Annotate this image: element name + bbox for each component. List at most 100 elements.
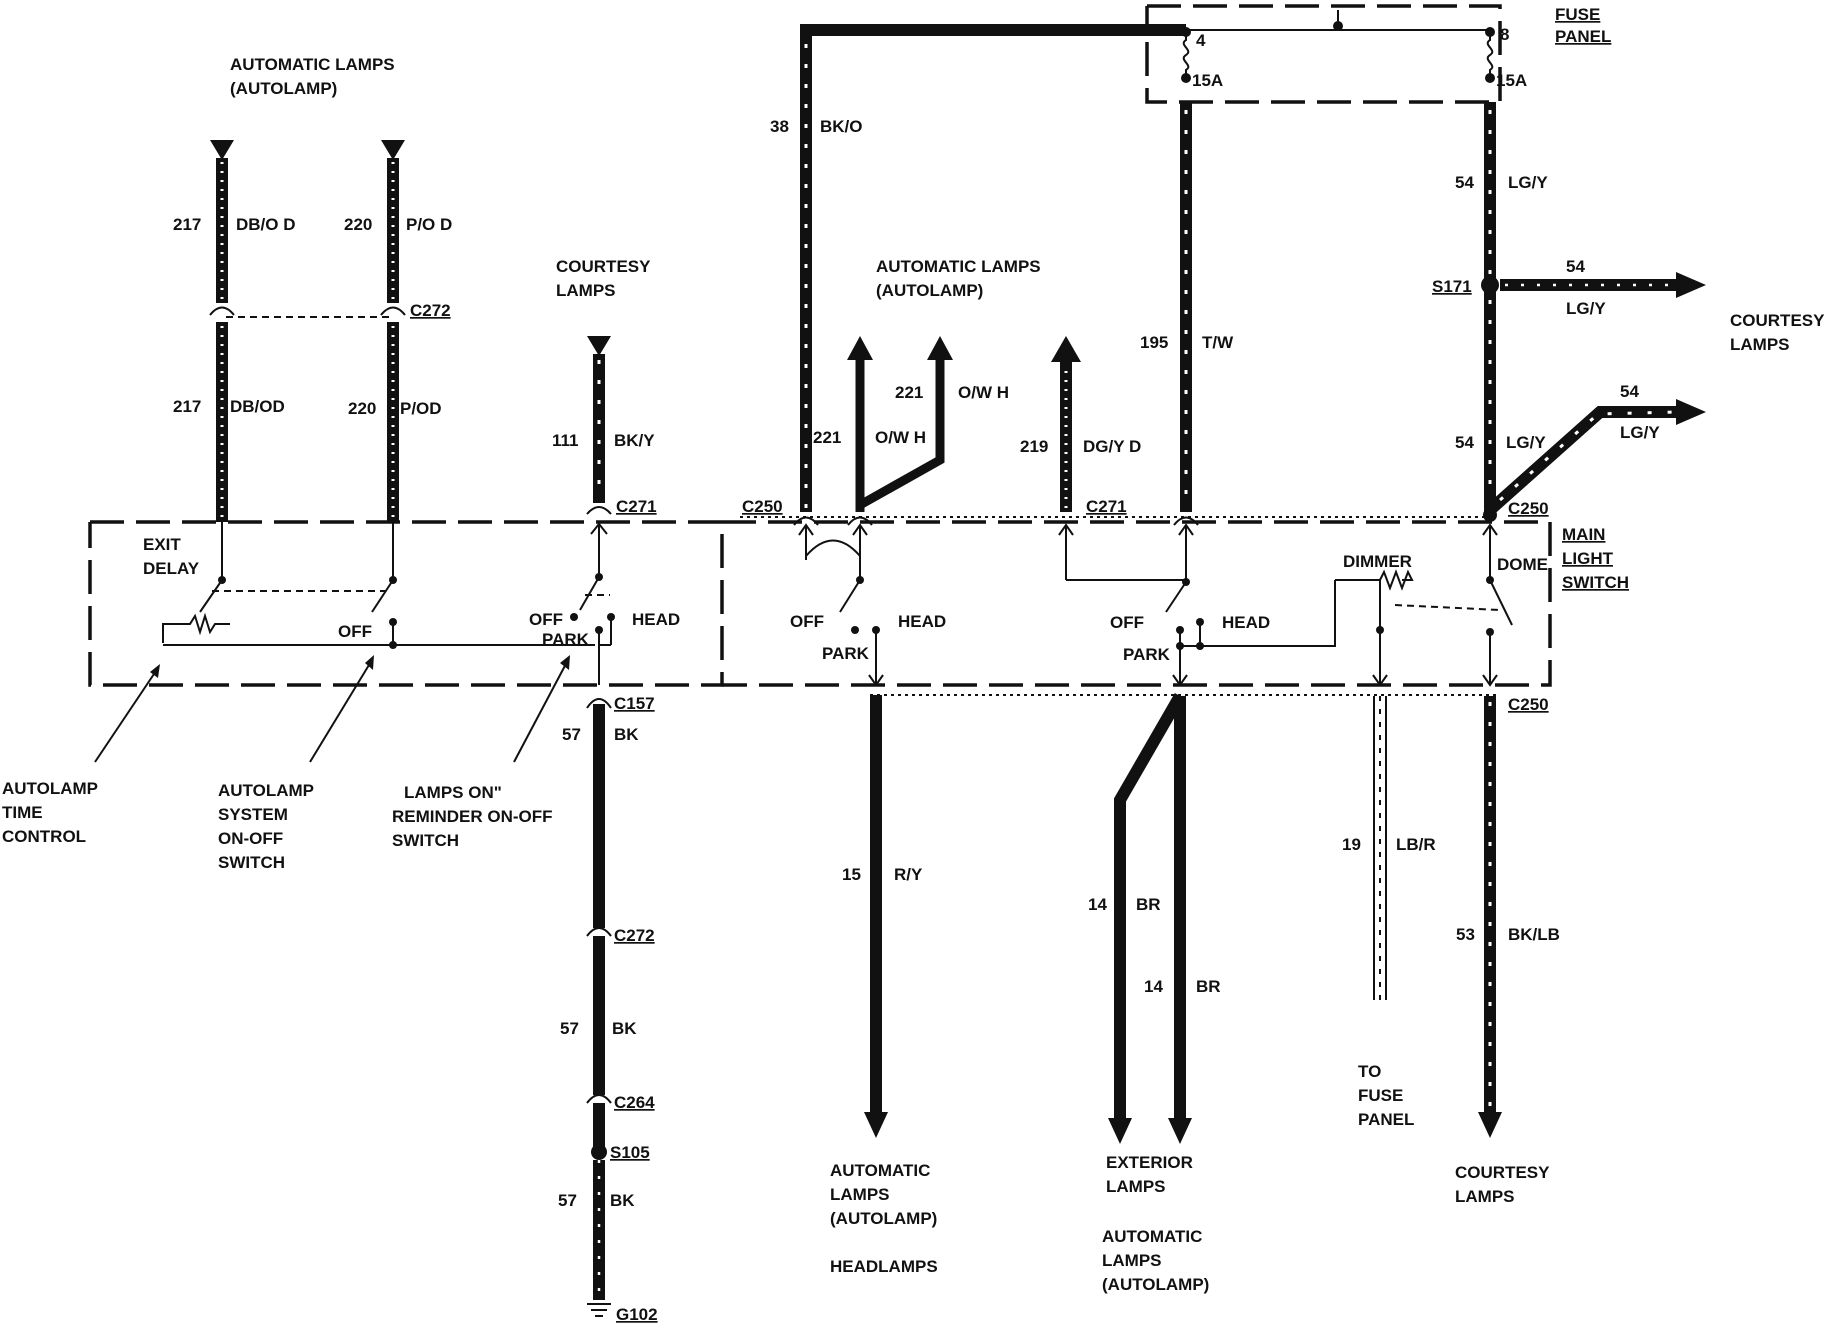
label-time-control-1: AUTOLAMP [2,779,98,798]
label-courtesy-right-2: LAMPS [1730,335,1790,354]
wire-53-number: 53 [1456,925,1475,944]
switch-label-dimmer: DIMMER [1343,552,1412,571]
center-switch: C250 OFF HEAD PARK [742,497,946,687]
connector-g102: G102 [616,1305,658,1324]
connector-s171: S171 [1432,277,1472,296]
wire-219-number: 219 [1020,437,1048,456]
switch-label-park-3: PARK [1123,645,1171,664]
label-courtesy-right-1: COURTESY [1730,311,1825,330]
connector-s105: S105 [610,1143,650,1162]
wire-53-color: BK/LB [1508,925,1560,944]
connector-c271-right: C271 [1086,497,1127,516]
wire-217-number-b: 217 [173,397,201,416]
wire-220-color-a: P/O D [406,215,452,234]
wire-38-color: BK/O [820,117,863,136]
label-courtesy-top-1: COURTESY [556,257,651,276]
label-courtesy-top-2: LAMPS [556,281,616,300]
connector-c157: C157 [614,694,655,713]
wire-195-number: 195 [1140,333,1168,352]
switch-label-exit-2: DELAY [143,559,200,578]
label-exterior-autolamp-2: LAMPS [1102,1251,1162,1270]
wire-57-color-a: BK [614,725,639,744]
label-courtesy-bottom-2: LAMPS [1455,1187,1515,1206]
label-system-switch-4: SWITCH [218,853,285,872]
connector-c271-left: C271 [616,497,657,516]
main-light-switch-enclosure [88,516,1552,696]
label-to-fuse-1: TO [1358,1062,1381,1081]
fuse-panel-label-1: FUSE [1555,5,1600,24]
label-autolamp-mid-2: (AUTOLAMP) [876,281,983,300]
wire-57-number-a: 57 [562,725,581,744]
switch-label-head-3: HEAD [1222,613,1270,632]
wire-19-number: 19 [1342,835,1361,854]
label-system-switch-1: AUTOLAMP [218,781,314,800]
label-exterior-autolamp-3: (AUTOLAMP) [1102,1275,1209,1294]
autolamp-wires-mid: AUTOMATIC LAMPS (AUTOLAMP) 221 O/W H 221… [813,257,1141,512]
label-autolamp-top-left-2: (AUTOLAMP) [230,79,337,98]
wire-217-color-a: DB/O D [236,215,296,234]
fuse-panel: 4 15A 8 15A FUSE PANEL [1145,4,1611,104]
label-main-light-2: LIGHT [1562,549,1614,568]
switch-label-off-4: OFF [1110,613,1144,632]
wire-38: 38 BK/O [770,24,1186,512]
autolamp-wires-left: 217 DB/O D 220 P/O D 217 DB/OD 220 P/OD … [173,55,452,522]
switch-label-head-1: HEAD [632,610,680,629]
label-system-switch-3: ON-OFF [218,829,283,848]
wire-54-number-b: 54 [1566,257,1585,276]
wire-195-color: T/W [1202,333,1234,352]
wire-219-color: DG/Y D [1083,437,1141,456]
component-callouts: AUTOLAMP TIME CONTROL AUTOLAMP SYSTEM ON… [2,655,570,872]
label-bottom-autolamp-3: (AUTOLAMP) [830,1209,937,1228]
wire-14-number-b: 14 [1144,977,1163,996]
label-autolamp-top-left-1: AUTOMATIC LAMPS [230,55,395,74]
label-headlamps: HEADLAMPS [830,1257,938,1276]
label-main-light-3: SWITCH [1562,573,1629,592]
fuse-4-rating: 15A [1192,71,1223,90]
wire-54-color-d: LG/Y [1506,433,1546,452]
wire-15-number: 15 [842,865,861,884]
wire-54-number-d: 54 [1455,433,1474,452]
wire-15: 15 R/Y AUTOMATIC LAMPS (AUTOLAMP) HEADLA… [830,695,938,1276]
connector-c272-top: C272 [410,301,451,320]
label-exterior-1: EXTERIOR [1106,1153,1193,1172]
wire-14-color-a: BR [1136,895,1161,914]
label-exterior-2: LAMPS [1106,1177,1166,1196]
wire-217-number-a: 217 [173,215,201,234]
wire-54-number-a: 54 [1455,173,1474,192]
wire-220-number-b: 220 [348,399,376,418]
wire-111-color: BK/Y [614,431,655,450]
label-to-fuse-2: FUSE [1358,1086,1403,1105]
fuse-4-number: 4 [1196,31,1206,50]
fuse-8-rating: 15A [1496,71,1527,90]
switch-label-exit-1: EXIT [143,535,181,554]
wire-54-number-c: 54 [1620,382,1639,401]
wire-57-number-b: 57 [560,1019,579,1038]
wire-14: 14 BR 14 BR EXTERIOR LAMPS AUTOMATIC LAM… [1088,693,1221,1294]
switch-label-dome: DOME [1497,555,1548,574]
wire-57-color-b: BK [612,1019,637,1038]
wire-19-color: LB/R [1396,835,1436,854]
label-to-fuse-3: PANEL [1358,1110,1414,1129]
wire-111-number: 111 [552,431,579,450]
wire-221-color-b: O/W H [958,383,1009,402]
wire-14-color-b: BR [1196,977,1221,996]
wire-57-color-c: BK [610,1191,635,1210]
label-bottom-autolamp-2: LAMPS [830,1185,890,1204]
connector-c250-left: C250 [742,497,783,516]
switch-label-head-2: HEAD [898,612,946,631]
wire-221-number-b: 221 [895,383,923,402]
wire-38-number: 38 [770,117,789,136]
switch-label-park-1: PARK [542,630,590,649]
connector-c250-top-right: C250 [1508,499,1549,518]
fuse-8-number: 8 [1500,25,1509,44]
wire-15-color: R/Y [894,865,923,884]
wire-54-color-a: LG/Y [1508,173,1548,192]
wire-57-number-c: 57 [558,1191,577,1210]
label-time-control-3: CONTROL [2,827,86,846]
wire-221-color-a: O/W H [875,428,926,447]
dimmer-circuit: DIMMER 19 LB/R TO FUSE PANEL [1335,552,1501,1129]
wire-14-number-a: 14 [1088,895,1107,914]
connector-c264: C264 [614,1093,655,1112]
connector-c250-bottom: C250 [1508,695,1549,714]
label-reminder-3: SWITCH [392,831,459,850]
